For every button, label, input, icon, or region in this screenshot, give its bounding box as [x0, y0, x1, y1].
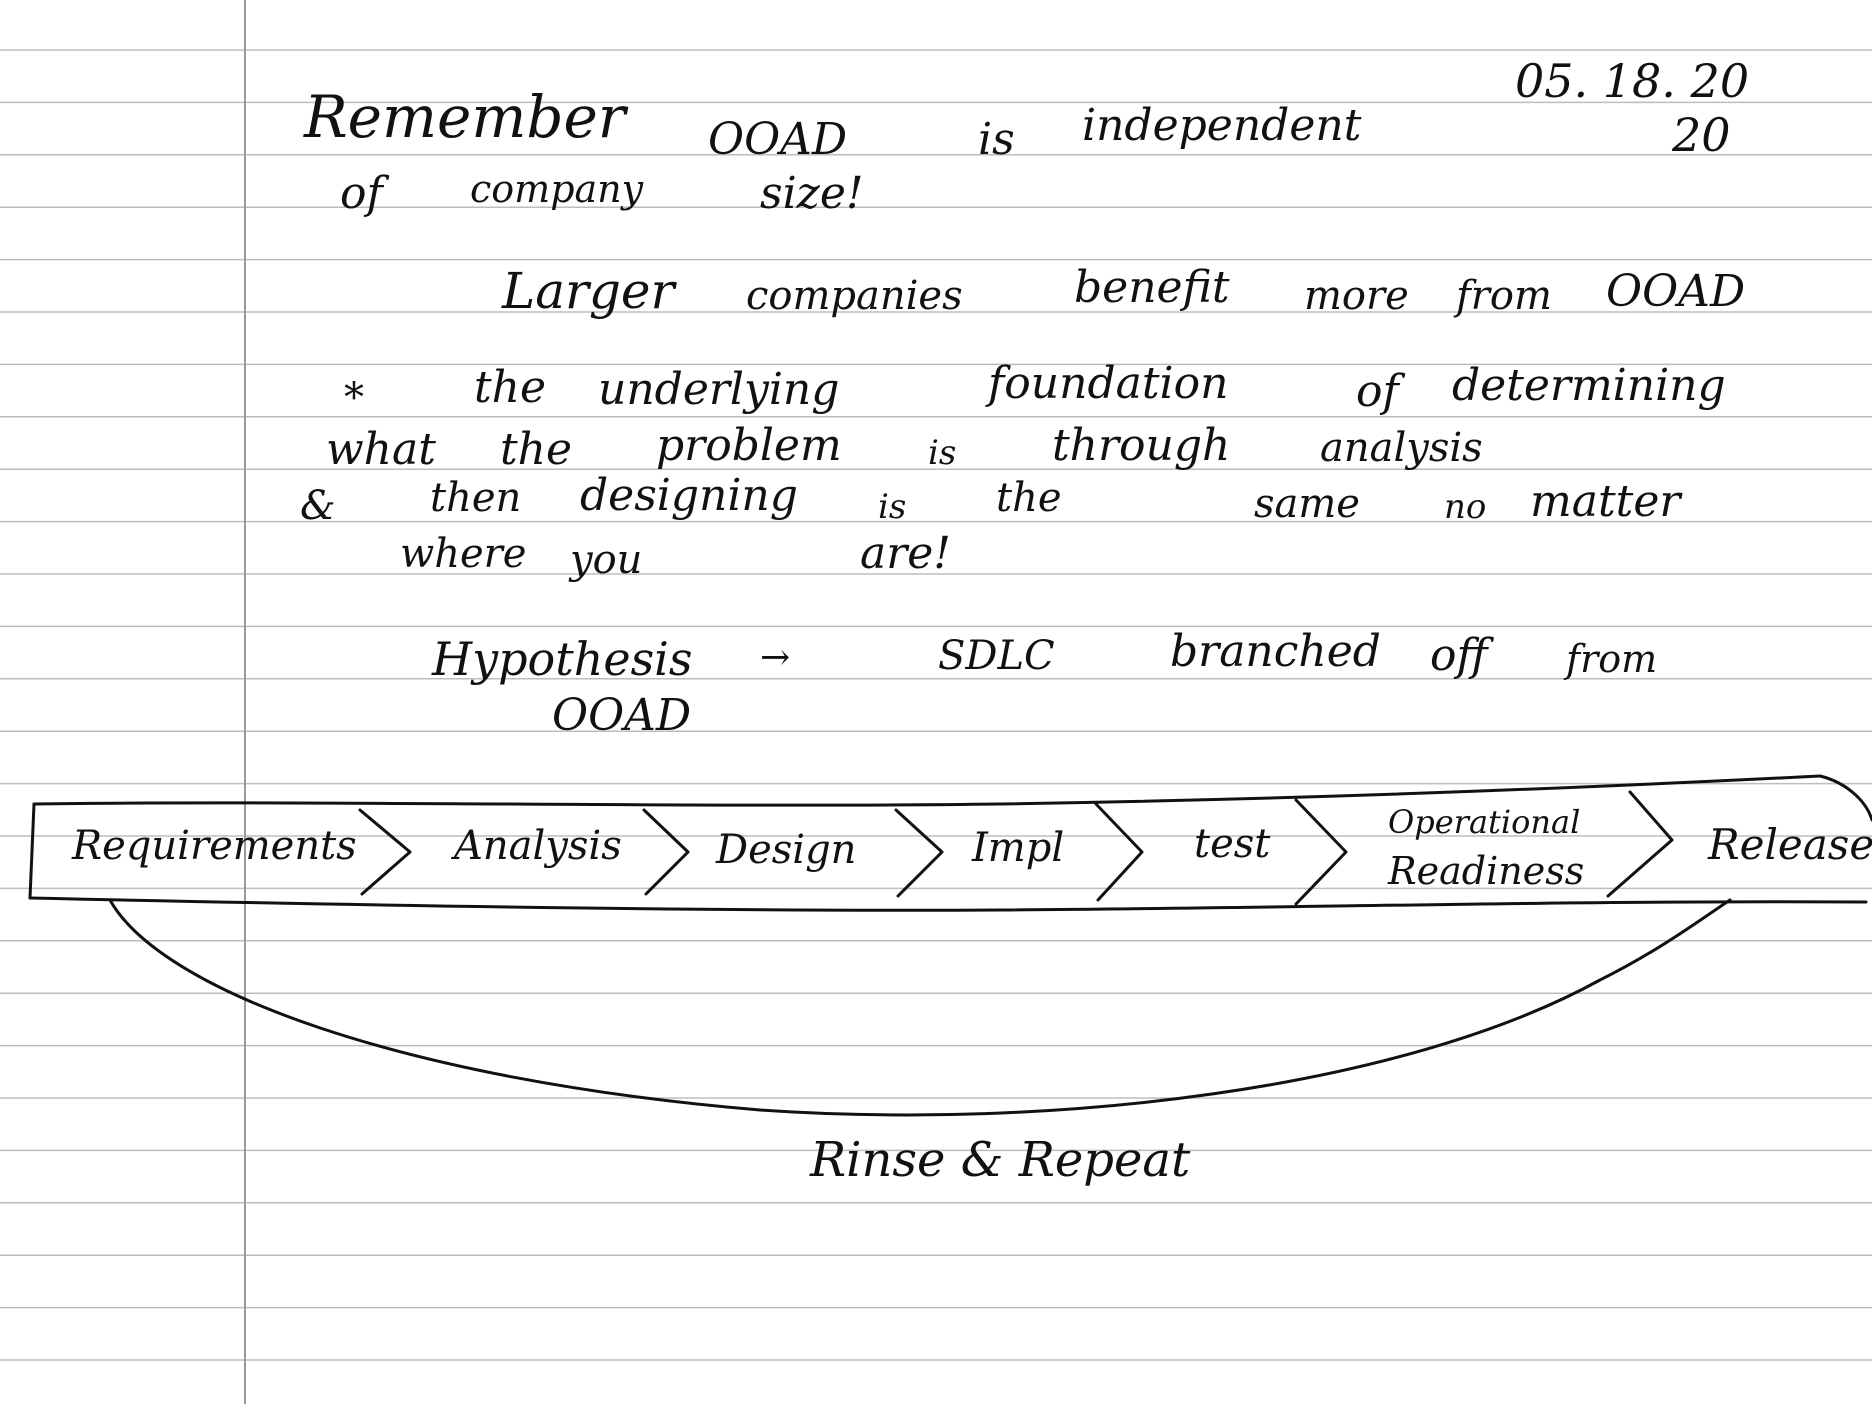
- word-you: you: [570, 537, 643, 583]
- word-foundation: foundation: [988, 358, 1229, 409]
- word-ooad-1: OOAD: [708, 114, 848, 165]
- loop-arc: [108, 898, 1732, 1117]
- word-through: through: [1052, 420, 1231, 471]
- word-the-3: the: [996, 475, 1062, 521]
- star-marker: *: [344, 375, 364, 421]
- word-is-1: is: [978, 114, 1015, 165]
- flow-band-right-end: [1818, 774, 1872, 822]
- step-analysis: Analysis: [454, 823, 622, 869]
- flow-band-left-edge: [28, 802, 36, 900]
- word-then: then: [430, 475, 522, 521]
- word-analysis: analysis: [1320, 425, 1483, 471]
- word-ooad-2: OOAD: [1606, 266, 1746, 317]
- word-company: company: [470, 167, 644, 211]
- step-operational: Operational: [1388, 803, 1581, 841]
- chevron-4: [1094, 802, 1144, 902]
- chevron-3: [894, 808, 944, 898]
- date-line-1: 05. 18. 20: [1515, 54, 1750, 108]
- word-the-1: the: [474, 362, 547, 413]
- word-ooad-3: OOAD: [552, 690, 692, 741]
- word-of: of: [340, 168, 383, 219]
- step-readiness: Readiness: [1388, 849, 1585, 893]
- word-remember: Remember: [304, 83, 626, 151]
- word-branched: branched: [1170, 626, 1381, 677]
- word-larger: Larger: [502, 262, 675, 320]
- word-size: size!: [760, 168, 864, 219]
- step-design: Design: [716, 827, 857, 873]
- step-requirements: Requirements: [72, 823, 357, 869]
- flow-band-bottom: [28, 896, 1868, 912]
- date-line-2: 20: [1672, 108, 1731, 162]
- word-same: same: [1254, 481, 1360, 527]
- word-the-2: the: [500, 424, 573, 475]
- word-is-2: is: [928, 433, 957, 473]
- ampersand-marker: &: [300, 483, 336, 529]
- word-from-2: from: [1566, 637, 1658, 681]
- chevron-6: [1606, 790, 1674, 898]
- word-is-3: is: [878, 487, 907, 527]
- word-matter: matter: [1530, 476, 1681, 527]
- word-are: are!: [860, 528, 951, 579]
- word-hypothesis: Hypothesis: [432, 632, 693, 686]
- step-impl: Impl: [972, 825, 1065, 871]
- word-from-1: from: [1456, 273, 1552, 319]
- word-of-2: of: [1356, 366, 1399, 417]
- word-problem: problem: [656, 420, 842, 471]
- word-designing: designing: [580, 470, 798, 521]
- flow-band-top: [32, 774, 1822, 807]
- word-off: off: [1430, 630, 1488, 681]
- word-benefit: benefit: [1074, 262, 1230, 313]
- chevron-1: [358, 808, 412, 896]
- word-sdlc: SDLC: [938, 633, 1055, 679]
- word-determining: determining: [1452, 360, 1726, 411]
- word-no: no: [1444, 487, 1487, 527]
- step-test: test: [1194, 821, 1271, 867]
- chevron-2: [642, 808, 690, 896]
- step-release: Release: [1708, 820, 1872, 869]
- loop-label: Rinse & Repeat: [810, 1132, 1191, 1188]
- arrow-symbol: →: [760, 637, 791, 678]
- word-independent: independent: [1082, 100, 1362, 151]
- word-companies: companies: [746, 273, 963, 319]
- word-where: where: [400, 531, 527, 577]
- word-more: more: [1304, 273, 1409, 319]
- word-underlying: underlying: [598, 364, 840, 415]
- word-what: what: [326, 424, 436, 475]
- chevron-5: [1294, 798, 1348, 906]
